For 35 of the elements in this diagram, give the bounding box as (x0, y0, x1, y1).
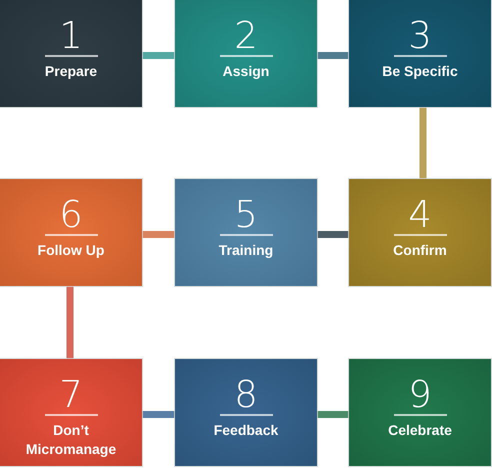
connector-line (317, 411, 349, 418)
step-number: 1 (58, 18, 84, 54)
step-label: Confirm (392, 241, 448, 260)
step-box (349, 179, 491, 286)
step-number: 7 (58, 377, 84, 413)
step-box (0, 359, 142, 466)
step-label: Training (218, 241, 274, 260)
step-label: Be Specific (381, 62, 459, 81)
connector-line (317, 231, 349, 238)
step-label: Assign (222, 62, 270, 81)
step-box (0, 179, 142, 286)
step-box (349, 0, 491, 107)
step-box (175, 179, 317, 286)
step-number: 4 (407, 197, 433, 233)
step-number: 5 (233, 197, 259, 233)
step-label: Feedback (212, 421, 280, 440)
step-label: Celebrate (387, 421, 453, 440)
connector-line (142, 231, 175, 238)
connector-line (420, 107, 426, 179)
step-box (0, 0, 142, 107)
connector-line (142, 411, 175, 418)
step-box (175, 0, 317, 107)
step-label: Follow Up (36, 241, 106, 260)
step-label: Don’t Micromanage (24, 421, 118, 459)
step-label: Prepare (44, 62, 98, 81)
step-number: 8 (233, 377, 259, 413)
step-box (349, 359, 491, 466)
connector-line (142, 52, 175, 59)
connector-line (317, 52, 349, 59)
connector-line (66, 286, 74, 359)
step-number: 2 (233, 18, 259, 54)
step-number: 9 (407, 377, 433, 413)
step-box (175, 359, 317, 466)
step-number: 6 (58, 197, 84, 233)
step-number: 3 (407, 18, 433, 54)
